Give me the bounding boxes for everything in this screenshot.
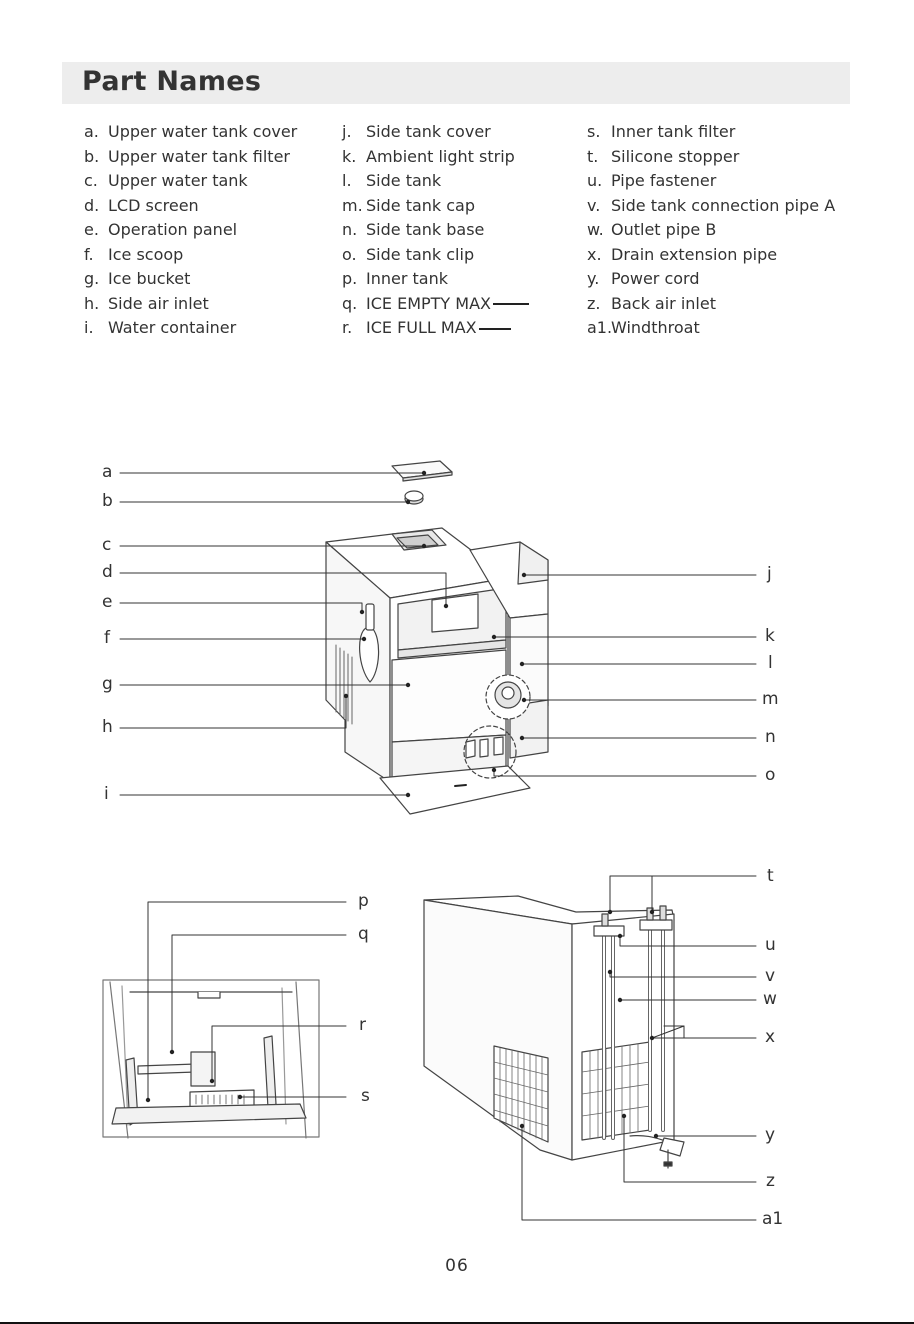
callout-a: a	[102, 462, 112, 482]
callout-c: c	[102, 535, 111, 555]
callout-a1: a1	[762, 1209, 783, 1229]
callout-d: d	[102, 562, 113, 582]
callout-w: w	[763, 989, 777, 1009]
callout-h: h	[102, 717, 113, 737]
callout-k: k	[765, 626, 775, 646]
callout-i: i	[104, 784, 109, 804]
callout-l: l	[768, 653, 773, 673]
rear-view-illustration	[424, 896, 684, 1168]
callout-y: y	[765, 1125, 775, 1145]
callout-n: n	[765, 727, 776, 747]
callout-v: v	[765, 966, 775, 986]
callout-t: t	[767, 866, 774, 886]
callout-m: m	[762, 689, 779, 709]
callout-u: u	[765, 935, 776, 955]
callout-f: f	[104, 628, 110, 648]
callout-g: g	[102, 674, 113, 694]
inner-tank-illustration	[103, 980, 319, 1138]
callout-b: b	[102, 491, 113, 511]
callout-p: p	[358, 891, 369, 911]
callout-e: e	[102, 592, 112, 612]
callout-o: o	[765, 765, 775, 785]
callout-s: s	[361, 1086, 370, 1106]
callout-j: j	[767, 564, 772, 584]
callout-z: z	[766, 1171, 775, 1191]
callout-q: q	[358, 924, 369, 944]
page-number: 06	[0, 1256, 914, 1276]
callout-r: r	[359, 1015, 366, 1035]
callout-x: x	[765, 1027, 775, 1047]
